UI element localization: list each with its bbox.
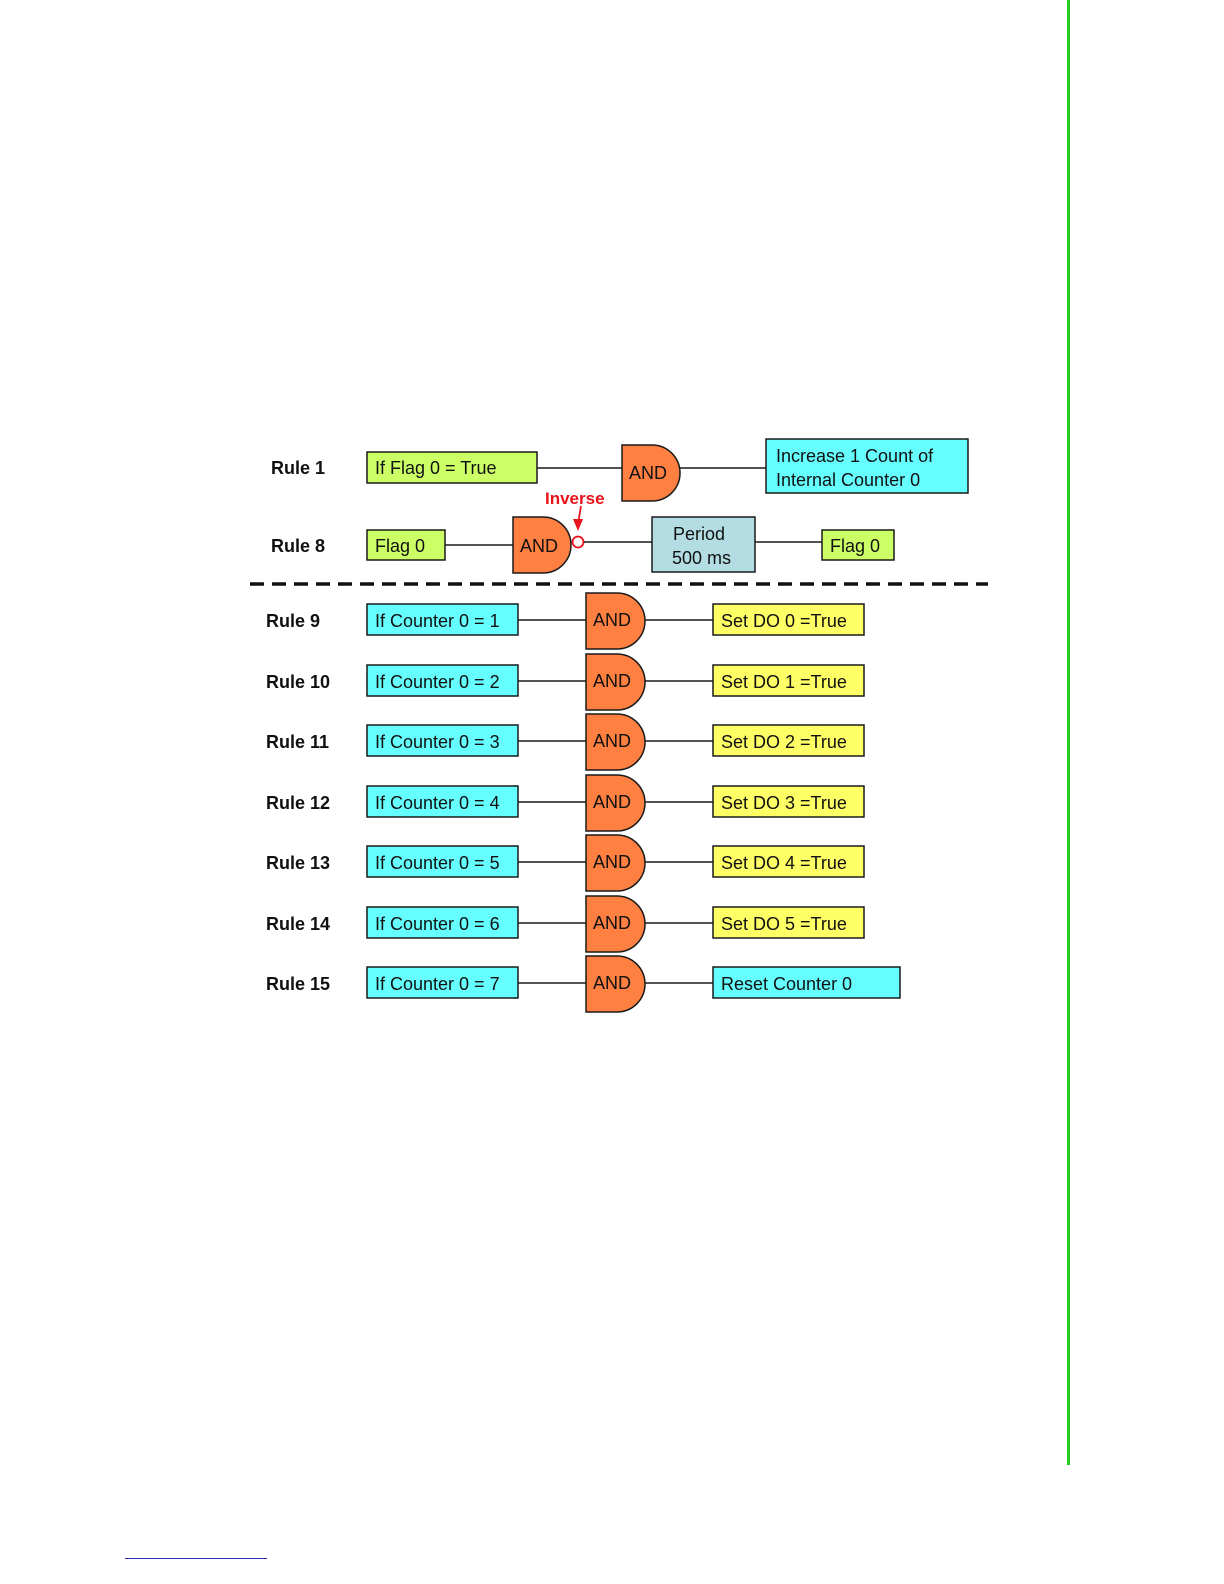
rule-1-label: Rule 1 [271,458,325,478]
inverse-label: Inverse [545,489,605,508]
rule-11-and-gate [585,713,646,771]
rule-11-row: Rule 11 If Counter 0 = 3 AND Set DO 2 =True [266,713,865,771]
rule-9-and-gate [585,592,646,650]
rule-14-and-gate [585,895,646,953]
rule-9-input-text: If Counter 0 = 1 [375,611,500,631]
rule-1-gate-label: AND [629,463,667,483]
rule-1-output-box [765,438,969,494]
rule-9-input-box [366,603,519,636]
rule-8-and-gate [512,516,572,574]
rule-10-row: Rule 10 If Counter 0 = 2 AND Set DO 1 =True [266,653,865,711]
rule-15-and-gate [585,955,646,1013]
rule-15-output-box [712,966,901,999]
rule-12-row: Rule 12 If Counter 0 = 4 AND Set DO 3 =True [266,774,865,832]
rule-13-output-box [712,845,865,878]
rule-12-input-box [366,785,519,818]
rule-1-and-gate [621,444,681,502]
rule-15-label: Rule 15 [266,974,330,994]
page-margin-rule [1067,0,1070,1465]
rule-8-output-box [821,529,895,561]
rule-13-output-text: Set DO 4 =True [721,853,847,873]
rule-10-label: Rule 10 [266,672,330,692]
rule-12-gate-label: AND [593,792,631,812]
rule-11-input-text: If Counter 0 = 3 [375,732,500,752]
rule-9-output-box [712,603,865,636]
rule-13-gate-label: AND [593,852,631,872]
rule-13-label: Rule 13 [266,853,330,873]
rule-15-gate-label: AND [593,973,631,993]
footnote-rule [125,1558,267,1559]
rule-10-input-text: If Counter 0 = 2 [375,672,500,692]
rule-8-period-line2: 500 ms [672,548,731,568]
rule-12-output-text: Set DO 3 =True [721,793,847,813]
rule-15-input-text: If Counter 0 = 7 [375,974,500,994]
rule-10-output-box [712,664,865,697]
rule-10-gate-label: AND [593,671,631,691]
rule-8-input-text: Flag 0 [375,536,425,556]
rule-15-row: Rule 15 If Counter 0 = 7 AND Reset Counter … [266,955,901,1013]
rule-9-label: Rule 9 [266,611,320,631]
rule-1-output-line2: Internal Counter 0 [776,470,920,490]
rule-10-input-box [366,664,519,697]
rule-8-row: Rule 8 Flag 0 AND Inverse Period 500 ms … [271,489,895,574]
rule-14-input-box [366,906,519,939]
rule-14-row: Rule 14 If Counter 0 = 6 AND Set DO 5 =True [266,895,865,953]
rule-8-period-box [651,516,756,573]
rule-15-output-text: Reset Counter 0 [721,974,852,994]
rule-15-input-box [366,966,519,999]
rule-11-gate-label: AND [593,731,631,751]
rule-9-gate-label: AND [593,610,631,630]
rule-12-input-text: If Counter 0 = 4 [375,793,500,813]
inverse-arrow-head [573,519,583,531]
rule-10-and-gate [585,653,646,711]
rule-14-output-box [712,906,865,939]
rule-11-output-box [712,724,865,757]
inverse-bubble [571,535,585,549]
rule-13-row: Rule 13 If Counter 0 = 5 AND Set DO 4 =True [266,834,865,892]
rule-1-row: Rule 1 If Flag 0 = True AND Increase 1 C… [271,438,969,502]
rule-14-label: Rule 14 [266,914,330,934]
rule-12-label: Rule 12 [266,793,330,813]
rule-8-period-line1: Period [673,524,725,544]
rule-11-label: Rule 11 [266,732,329,752]
rule-12-and-gate [585,774,646,832]
rule-13-and-gate [585,834,646,892]
rule-8-output-text: Flag 0 [830,536,880,556]
rule-14-gate-label: AND [593,913,631,933]
rule-1-output-line1: Increase 1 Count of [776,446,934,466]
rule-11-output-text: Set DO 2 =True [721,732,847,752]
rule-1-input-text: If Flag 0 = True [375,458,497,478]
rule-12-output-box [712,785,865,818]
rule-14-input-text: If Counter 0 = 6 [375,914,500,934]
rule-9-output-text: Set DO 0 =True [721,611,847,631]
rule-13-input-text: If Counter 0 = 5 [375,853,500,873]
rule-14-output-text: Set DO 5 =True [721,914,847,934]
rule-8-gate-label: AND [520,536,558,556]
rule-13-input-box [366,845,519,878]
rule-9-row: Rule 9 If Counter 0 = 1 AND Set DO 0 =True [266,592,865,650]
rule-8-label: Rule 8 [271,536,325,556]
rule-1-input-box [366,451,538,484]
rule-10-output-text: Set DO 1 =True [721,672,847,692]
